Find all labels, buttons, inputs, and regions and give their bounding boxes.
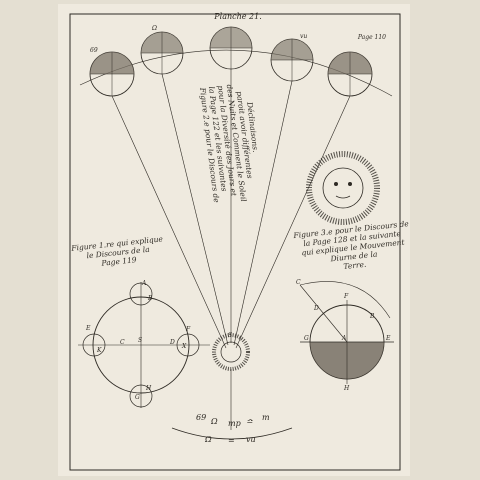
- paper-sheet: [58, 4, 410, 476]
- globe-1: 69: [89, 47, 135, 97]
- svg-text:S: S: [228, 332, 232, 339]
- svg-text:D: D: [313, 305, 319, 312]
- svg-text:G: G: [304, 335, 309, 342]
- svg-text:≏: ≏: [246, 417, 253, 426]
- plate-border: [69, 13, 401, 471]
- plate-title: Planche 21.: [213, 12, 262, 21]
- svg-text:F: F: [343, 293, 349, 300]
- svg-text:A: A: [141, 280, 147, 287]
- svg-text:Ω: Ω: [204, 435, 212, 444]
- figure-3-diurnal-motion: F A B C D E G H: [296, 279, 394, 392]
- svg-text:E: E: [85, 325, 91, 332]
- svg-text:m: m: [262, 413, 270, 422]
- zodiac-arc: 69 Ω mp ≏ m Ω = vu: [171, 369, 293, 445]
- sun-rays-lines: [111, 69, 351, 349]
- svg-text:Terre.: Terre.: [343, 260, 367, 271]
- globe-4: vu: [270, 33, 314, 82]
- svg-text:X: X: [181, 343, 187, 350]
- svg-text:A: A: [341, 335, 347, 342]
- globe-1-sign: 69: [90, 47, 98, 54]
- svg-text:H: H: [343, 385, 350, 392]
- svg-text:mp: mp: [228, 419, 241, 428]
- page-reference: Page 110: [357, 34, 386, 41]
- svg-text:G: G: [135, 394, 140, 401]
- globe-4-sign: vu: [300, 33, 307, 40]
- svg-text:K: K: [96, 347, 102, 354]
- svg-text:Ω: Ω: [210, 417, 218, 426]
- svg-text:E: E: [385, 335, 391, 342]
- svg-text:B: B: [369, 313, 375, 320]
- sun-face-large: [306, 151, 380, 225]
- svg-text:C: C: [296, 279, 301, 286]
- svg-text:=: =: [228, 436, 235, 445]
- globe-2-sign: Ω: [151, 25, 157, 32]
- svg-text:D: D: [169, 339, 175, 346]
- svg-text:F: F: [185, 326, 191, 333]
- globe-5: [327, 51, 373, 97]
- figure-1-orbit-diagram: A B C D E F G H K S X: [78, 280, 210, 408]
- svg-text:B: B: [147, 295, 153, 302]
- svg-text:Page 119: Page 119: [100, 255, 137, 268]
- svg-text:69: 69: [196, 413, 206, 422]
- svg-text:H: H: [145, 385, 152, 392]
- right-caption: Figure 3.e pour le Discours de la Page 1…: [292, 219, 410, 271]
- svg-text:C: C: [120, 339, 125, 346]
- globe-3: [209, 26, 253, 70]
- svg-text:vu: vu: [246, 435, 256, 444]
- svg-text:S: S: [138, 337, 142, 344]
